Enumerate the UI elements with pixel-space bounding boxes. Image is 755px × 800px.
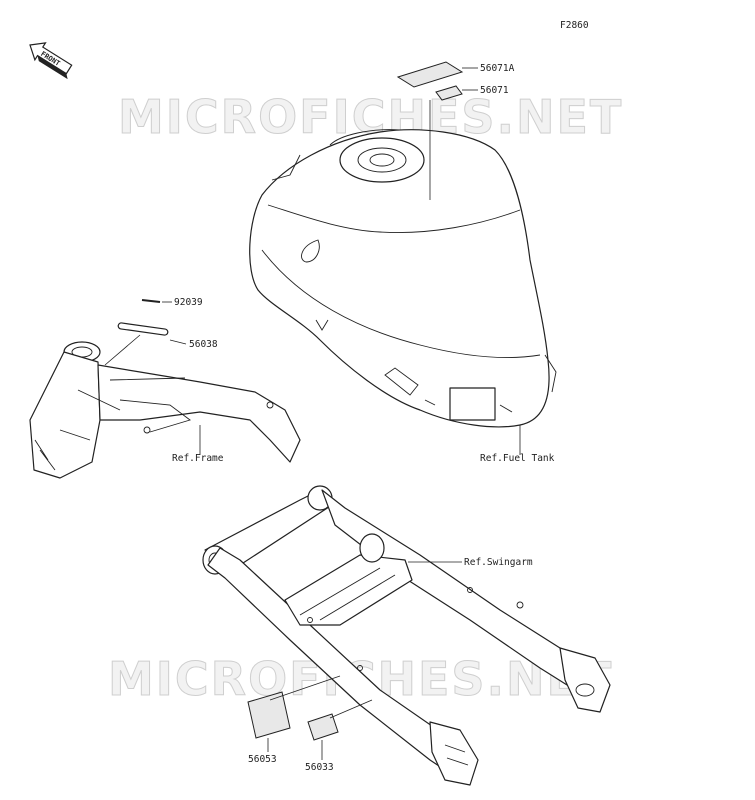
sticker-56071-shape	[435, 85, 463, 101]
callout-92039: 92039	[174, 297, 203, 308]
frame-main-rail	[97, 364, 301, 463]
frame	[29, 341, 301, 479]
watermark-top: MICROFICHES.NET	[118, 90, 623, 144]
swingarm	[202, 485, 611, 786]
axle-block-right	[559, 647, 611, 713]
callout-56038: 56038	[189, 339, 218, 350]
sticker-56071A	[396, 61, 464, 88]
sticker-56053-shape	[247, 691, 291, 739]
callout-56071A: 56071A	[480, 63, 515, 74]
swingarm-cross-member	[284, 554, 413, 626]
axle-block-left	[429, 721, 479, 786]
ref-frame: Ref.Frame	[172, 453, 224, 464]
sticker-56053	[247, 691, 291, 739]
front-arrow-icon	[29, 42, 73, 75]
callout-56071: 56071	[480, 85, 509, 96]
swingarm-mount	[359, 533, 385, 563]
ref-fuel-tank: Ref.Fuel Tank	[480, 453, 555, 464]
sticker-56033	[307, 713, 339, 741]
callout-56053: 56053	[248, 754, 277, 765]
part-92039-screw	[141, 299, 161, 303]
fuel-tank	[249, 129, 557, 428]
sticker-56033-shape	[307, 713, 339, 741]
front-arrow-shadow	[37, 55, 68, 80]
fuel-tank-body	[249, 129, 550, 428]
part-56038-strap	[117, 322, 169, 336]
fuel-cap-ring	[339, 137, 425, 183]
sticker-56071	[435, 85, 463, 101]
ref-swingarm: Ref.Swingarm	[464, 557, 533, 568]
frame-front-section	[29, 351, 101, 479]
fuel-tank-bracket	[449, 387, 496, 421]
front-direction-badge: FRONT	[29, 42, 73, 80]
callout-56033: 56033	[305, 762, 334, 773]
figure-code: F2860	[560, 20, 589, 31]
watermark-bottom: MICROFICHES.NET	[108, 652, 613, 706]
sticker-56071A-shape	[396, 61, 464, 88]
